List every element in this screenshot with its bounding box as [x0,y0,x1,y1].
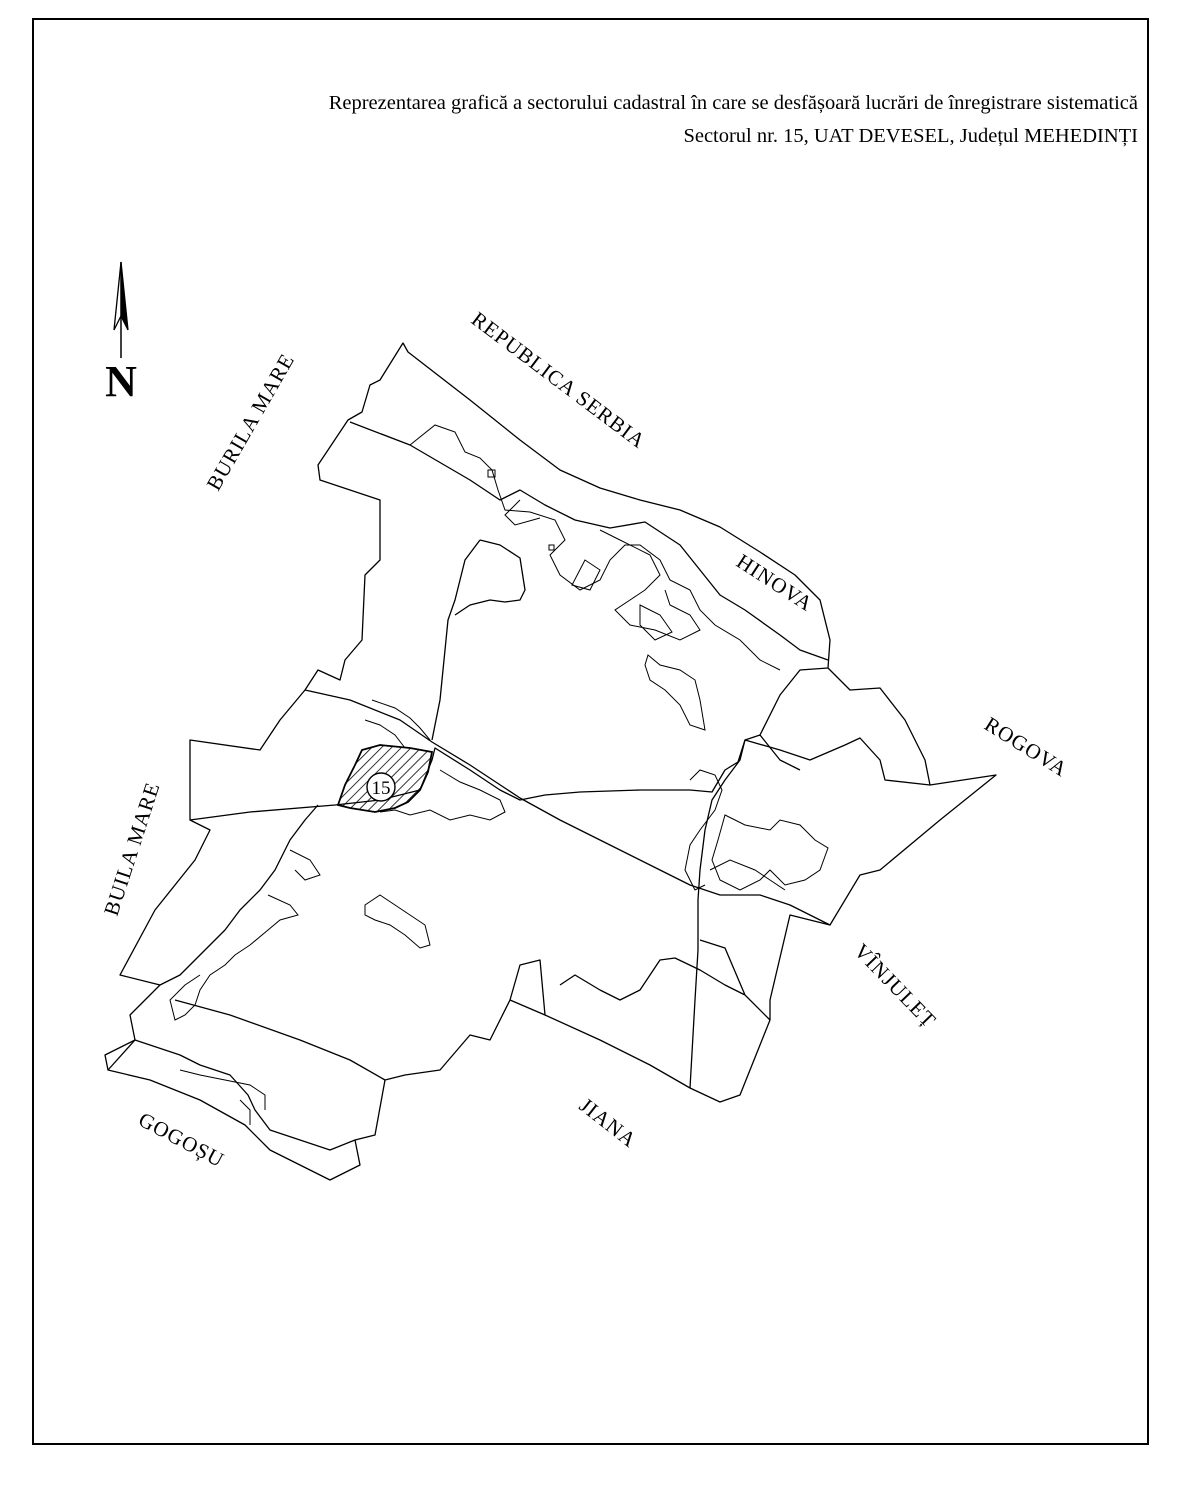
east-detail [711,814,829,891]
south-detail [169,849,321,1021]
central-band [304,689,831,926]
north-label: N [105,357,137,406]
southwest-detail [179,1069,266,1125]
title-line-1: Reprezentarea grafică a sectorului cadas… [328,92,1138,114]
central-band-detail [379,769,786,891]
river-bank [409,424,781,671]
neighbor-label-vinjulet: VÎNJULEȚ [849,939,941,1033]
neighbor-label-rogova: ROGOVA [980,712,1072,782]
central-road [189,734,801,821]
map-title: Reprezentarea grafică a sectorului cadas… [329,87,1138,153]
north-arrow-icon: N [105,261,137,406]
southwest-strip [107,1039,356,1151]
river-islands [504,499,701,641]
south-parcel [364,894,431,949]
uat-outer-boundary [104,342,997,1181]
neighbor-label-buila-mare: BUILA MARE [99,779,165,919]
map-frame [32,18,1149,1445]
title-line-2: Sectorul nr. 15, UAT DEVESEL, Județul ME… [683,124,1138,147]
sector-number-label: 15 [372,778,391,799]
north-inner-zone [431,539,526,741]
east-road [689,739,746,1089]
east-zone [744,667,931,786]
neighbor-label-burila-mare: BURILA MARE [202,349,300,494]
sector-neighborhood [364,699,431,749]
neighbor-label-gogosu: GOGOȘU [135,1107,229,1172]
southeast-zone [509,939,771,1021]
north-inner-detail [644,654,706,731]
neighbor-label-republica-serbia: REPUBLICA SERBIA [467,307,650,453]
neighbor-label-jiana: JIANA [575,1093,642,1152]
danube-strip [349,421,829,661]
south-zone [159,804,386,1081]
sector-15: 15 [336,744,434,813]
neighbor-label-hinova: HINOVA [732,549,817,616]
